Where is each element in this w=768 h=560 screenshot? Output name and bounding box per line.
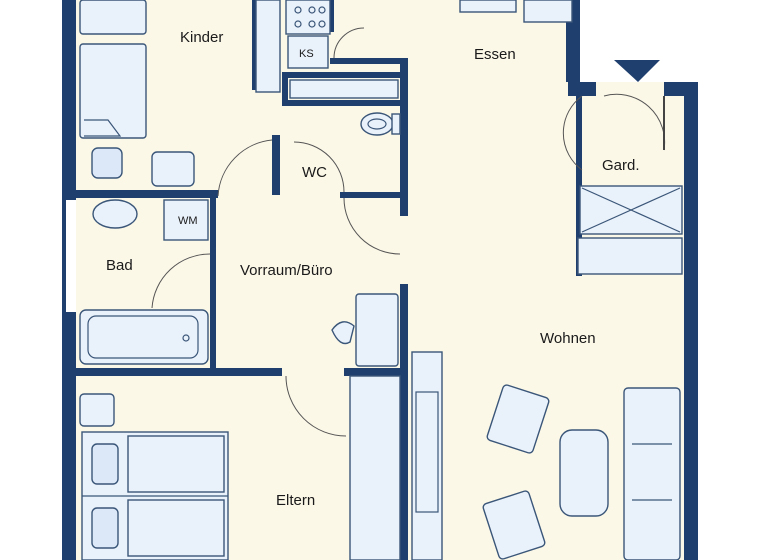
room-label-wohnen: Wohnen [540, 330, 596, 347]
room-label-wc: WC [302, 164, 327, 181]
doors [151, 27, 666, 437]
room-labels: Kinder Essen WC Bad Vorraum/Büro Wohnen … [106, 29, 640, 509]
entrance-arrow-icon [614, 60, 660, 82]
fixture-label-ks: KS [299, 48, 314, 60]
room-label-eltern: Eltern [276, 492, 315, 509]
room-label-garderobe: Gard. [602, 157, 640, 174]
kinder-furniture [79, 0, 331, 187]
buero-desk [331, 293, 443, 560]
room-label-kinder: Kinder [180, 29, 223, 46]
room-label-vorraum: Vorraum/Büro [240, 262, 333, 279]
eltern-furniture [79, 393, 229, 560]
wc-fixtures [289, 79, 401, 136]
bad-fixtures [79, 199, 209, 365]
wohnen-furniture [459, 0, 683, 560]
room-label-essen: Essen [474, 46, 516, 63]
room-label-bad: Bad [106, 257, 133, 274]
fixture-label-wm: WM [178, 215, 198, 227]
